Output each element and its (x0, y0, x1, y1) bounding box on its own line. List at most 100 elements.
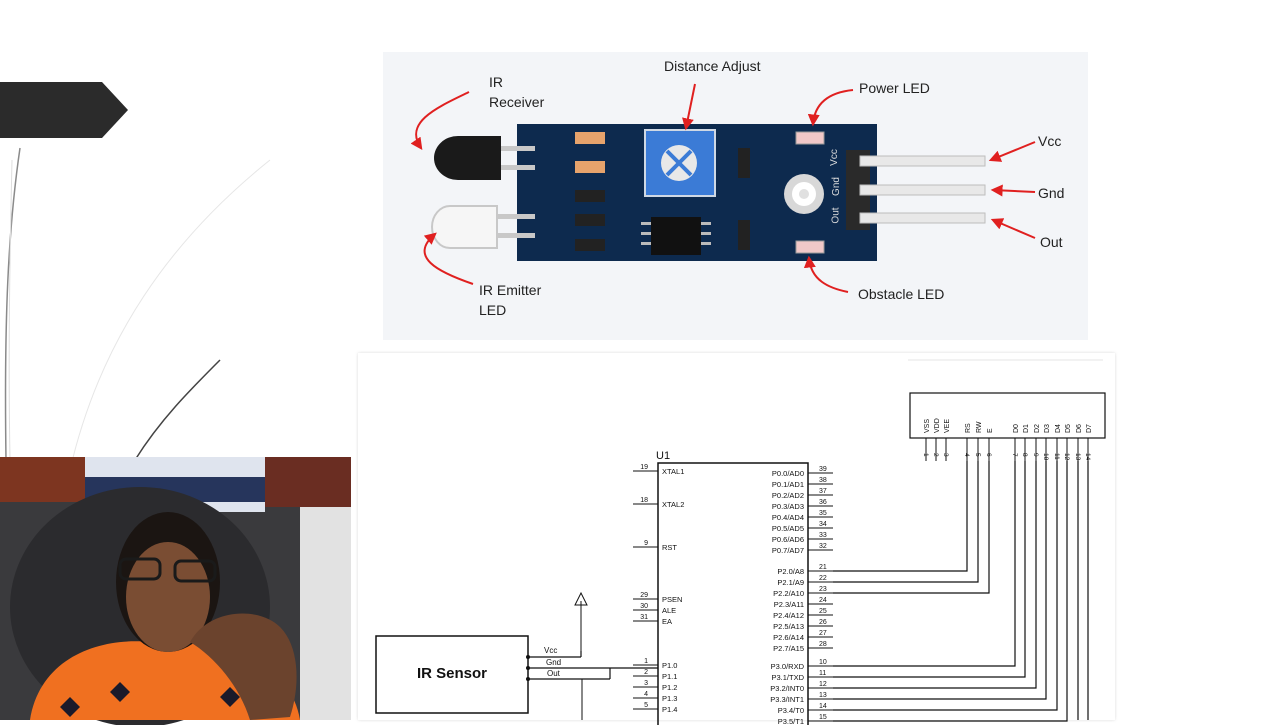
pin-name: P1.1 (662, 672, 677, 681)
label-distance-adjust: Distance Adjust (664, 58, 761, 74)
wire (833, 461, 1026, 678)
lcd-pin-name: D5 (1065, 424, 1072, 433)
lcd-module (909, 392, 1106, 439)
lcd-pin-number: 10 (1042, 453, 1049, 461)
sensor-pin-out: Out (547, 669, 561, 678)
pin-name: P0.3/AD3 (772, 502, 804, 511)
wire (833, 461, 1068, 722)
pin-number: 25 (819, 608, 827, 615)
pin-number: 3 (644, 680, 648, 687)
pin-name: P2.3/A11 (774, 600, 804, 609)
board-label-gnd: Gnd (830, 177, 842, 196)
comparator-ic (651, 217, 701, 255)
wire (833, 461, 1037, 689)
pin-number: 9 (644, 540, 648, 547)
lcd-pin-number: 8 (1021, 453, 1028, 457)
pin-number: 2 (644, 669, 648, 676)
lcd-pin-name: D6 (1076, 424, 1083, 433)
pin-number: 27 (819, 630, 827, 637)
lcd-pin-number: 13 (1074, 453, 1081, 461)
pin-number: 1 (644, 658, 648, 665)
pin-name: P0.2/AD2 (772, 491, 804, 500)
pin-number: 13 (819, 692, 827, 699)
slide-tab-shape (0, 82, 128, 138)
pin-name: P1.2 (662, 683, 677, 692)
pin-number: 5 (644, 702, 648, 709)
pin-number: 24 (819, 597, 827, 604)
pin-name: P3.0/RXD (771, 662, 805, 671)
pin-number: 11 (819, 670, 826, 677)
obstacle-led-icon (795, 240, 825, 254)
pin-number: 31 (640, 614, 648, 621)
potentiometer-icon (644, 129, 716, 197)
pin-number: 35 (819, 510, 827, 517)
label-obstacle-led: Obstacle LED (858, 286, 945, 302)
wire (833, 461, 990, 594)
pin-name: P0.5/AD5 (772, 524, 804, 533)
pin-name: P0.7/AD7 (772, 546, 804, 555)
lcd-pin-name: D2 (1034, 424, 1041, 433)
label-power-led: Power LED (859, 80, 930, 96)
board-label-out: Out (830, 207, 842, 224)
pin-name: P2.7/A15 (773, 644, 804, 653)
lcd-pin-name: D3 (1044, 424, 1051, 433)
label-ir-emitter: IR Emitter LED (479, 282, 542, 318)
pin-name: P0.4/AD4 (772, 513, 804, 522)
pin-number: 4 (644, 691, 648, 698)
label-vcc: Vcc (1038, 133, 1062, 149)
pin-name: XTAL1 (662, 467, 684, 476)
lcd-pin-name: RS (965, 423, 972, 433)
pin-number: 29 (640, 592, 648, 599)
pin-number: 19 (640, 464, 648, 471)
pin-number: 15 (819, 714, 827, 721)
label-out: Out (1040, 234, 1063, 250)
wire (833, 461, 968, 572)
pin-number: 22 (819, 575, 827, 582)
pin-number: 14 (819, 703, 827, 710)
pin-number: 38 (819, 477, 827, 484)
pin-number: 34 (819, 521, 827, 528)
pin-name: PSEN (662, 595, 682, 604)
pin-number: 26 (819, 619, 827, 626)
pin-number: 33 (819, 532, 827, 539)
wire (833, 461, 1058, 711)
pin-name: P3.5/T1 (778, 717, 804, 725)
ir-receiver-component (434, 136, 535, 180)
lcd-pin-name: VSS (924, 419, 931, 433)
u1-label: U1 (656, 450, 670, 462)
pin-name: P2.0/A8 (777, 567, 804, 576)
pin-name: ALE (662, 606, 676, 615)
ir-emitter-component (431, 205, 535, 249)
pin-number: 12 (819, 681, 827, 688)
pin-name: P0.1/AD1 (772, 480, 804, 489)
lcd-pin-name: D0 (1013, 424, 1020, 433)
pin-number: 18 (640, 497, 648, 504)
power-led-icon (795, 131, 825, 145)
lcd-pin-name: VDD (934, 418, 941, 433)
wire (833, 461, 979, 583)
lcd-pin-number: 11 (1053, 453, 1060, 460)
pin-name: P1.3 (662, 694, 677, 703)
pin-number: 23 (819, 586, 827, 593)
u1-microcontroller (657, 462, 809, 725)
wire (833, 461, 1016, 667)
lcd-pin-number: 4 (963, 453, 970, 457)
lcd-pin-name: RW (976, 421, 983, 433)
slide-decoration (0, 82, 271, 471)
pin-name: P3.4/T0 (778, 706, 804, 715)
pin-number: 30 (640, 603, 648, 610)
ir-sensor-block (375, 635, 529, 714)
pin-name: P2.5/A13 (773, 622, 804, 631)
board-label-vcc: Vcc (828, 149, 840, 166)
sensor-pin-gnd: Gnd (546, 658, 561, 667)
pin-name: P2.2/A10 (773, 589, 804, 598)
lcd-pin-number: 7 (1011, 453, 1018, 457)
sensor-pin-vcc: Vcc (544, 646, 557, 655)
lcd-pin-number: 3 (942, 453, 949, 457)
wire (833, 461, 1047, 700)
pin-number: 28 (819, 641, 827, 648)
lcd-pin-number: 6 (985, 453, 992, 457)
pin-number: 39 (819, 466, 827, 473)
label-ir-receiver: IR Receiver (489, 74, 545, 110)
